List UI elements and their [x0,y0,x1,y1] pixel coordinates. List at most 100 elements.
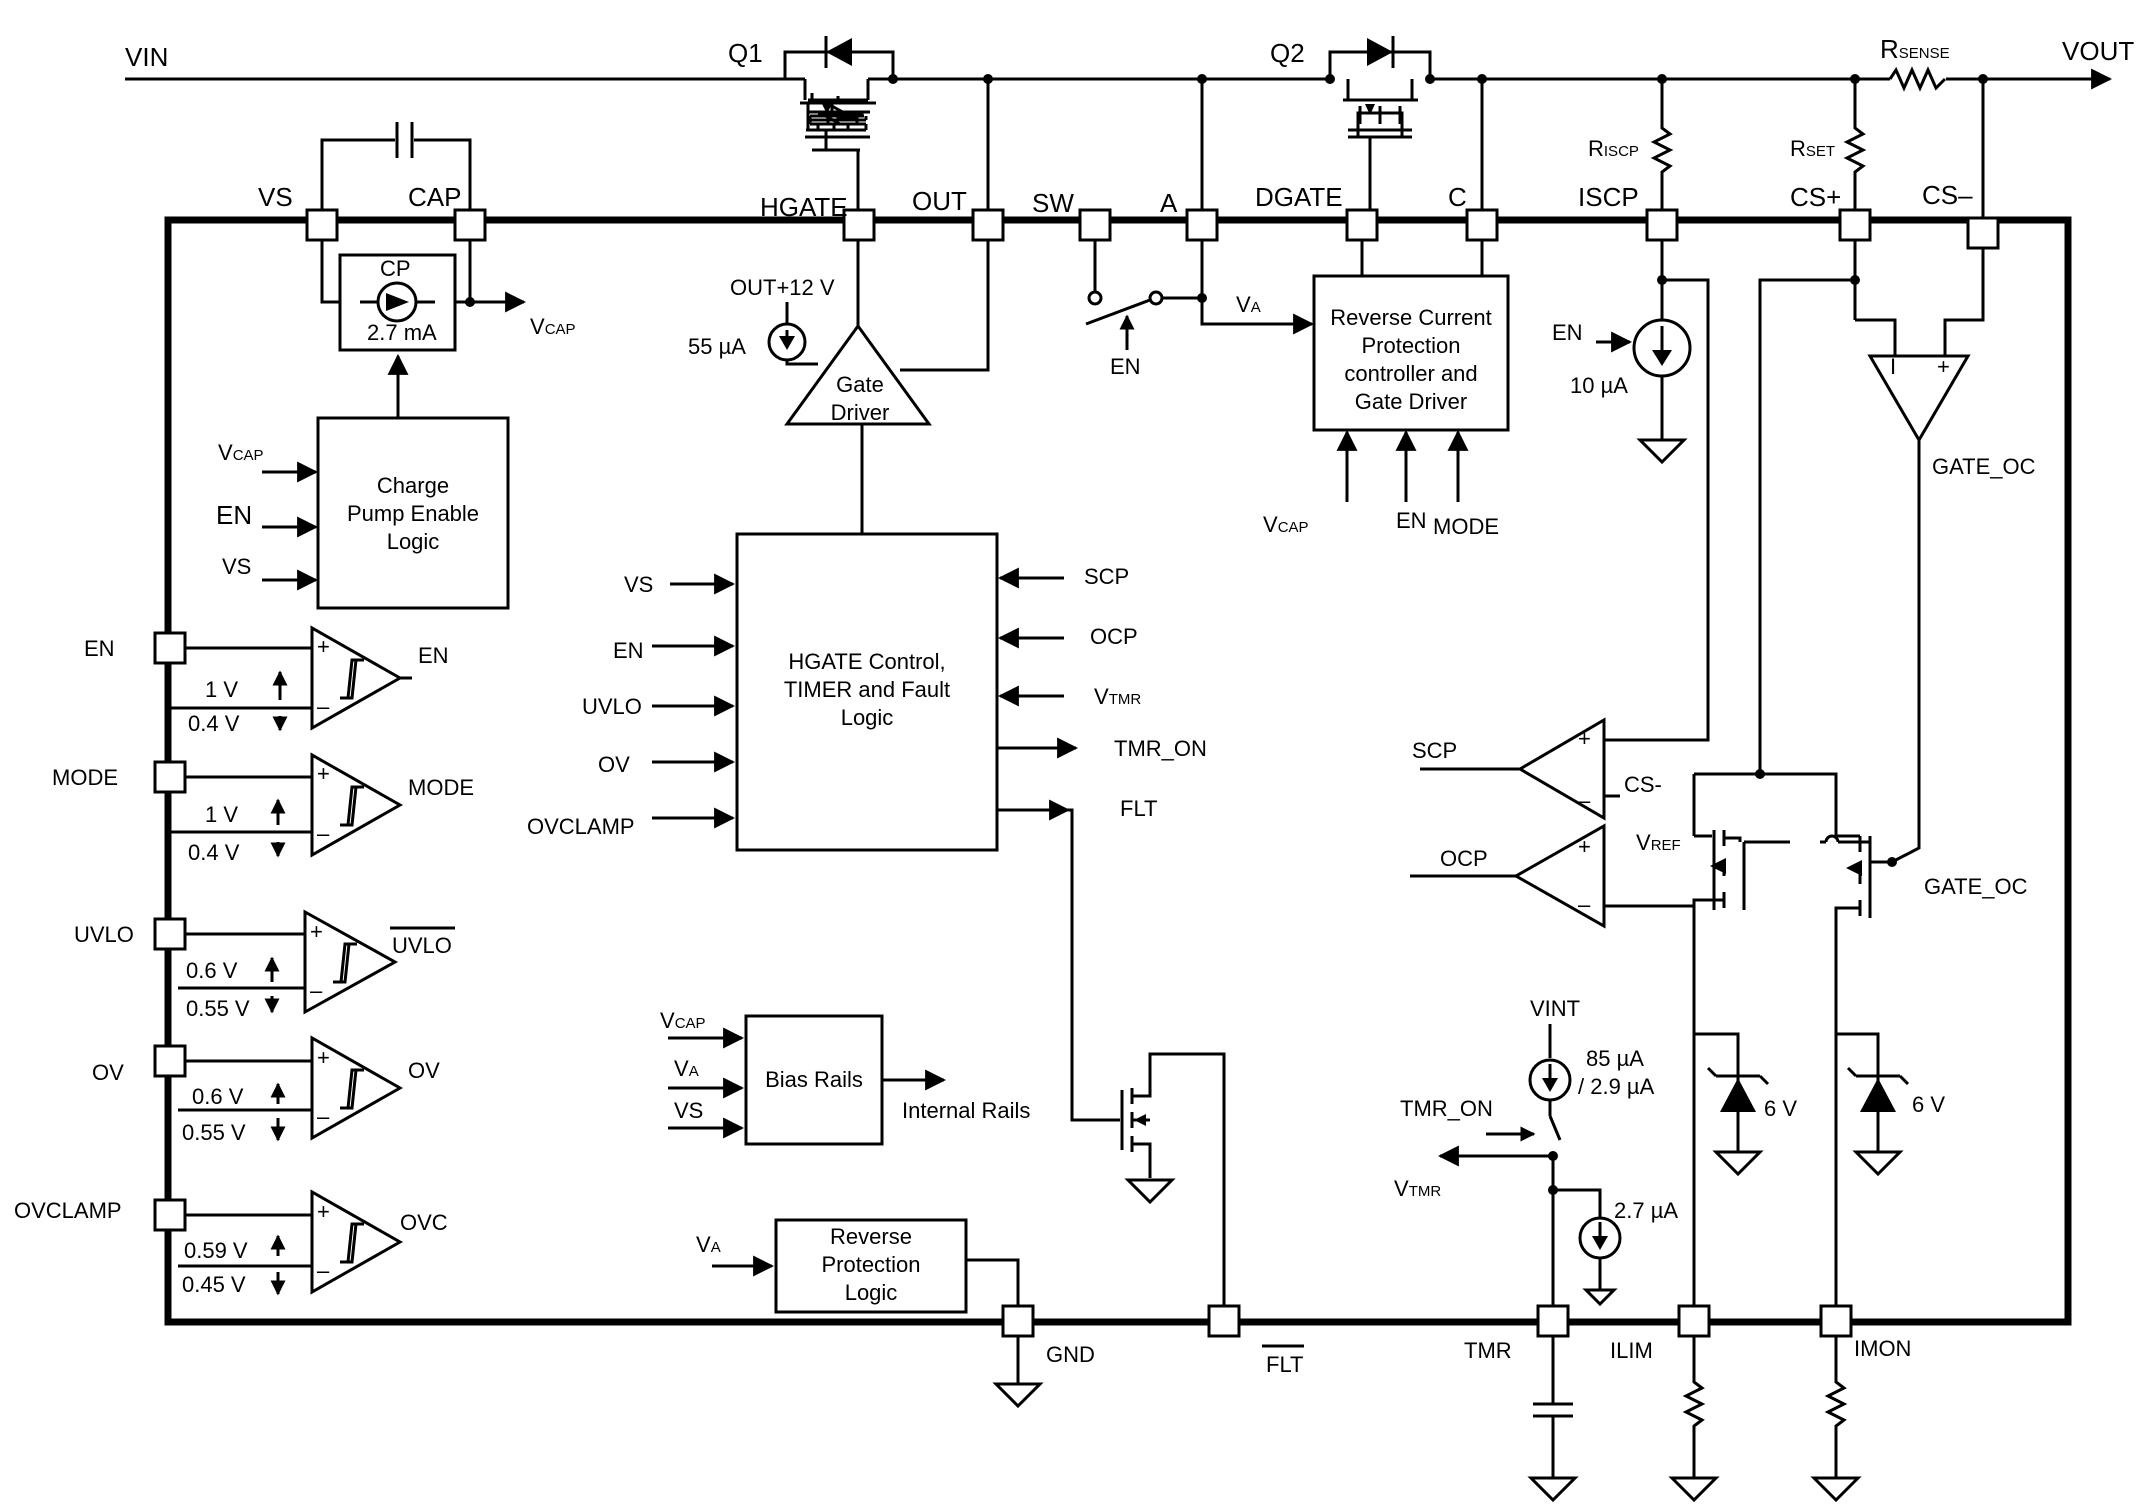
comparator-ov: OV + – OV 0.6 V 0.55 V [92,1035,440,1145]
svg-text:+: + [317,1045,330,1070]
rcp-in-en: EN [1396,508,1427,533]
ocp-comparator: + – OCP VREF [1410,823,1694,929]
hgate-in-vs: VS [624,572,653,597]
svg-text:+: + [310,919,323,944]
gate-oc-amplifier: I + GATE_OC [1758,240,2036,864]
comparator-ovclamp: OVCLAMP + – OVC 0.59 V 0.45 V [14,1189,448,1297]
va-label: VA [1236,292,1261,317]
hgate-in-uvlo: UVLO [582,694,642,719]
riscp-resistor: RISCP [1588,79,1674,215]
comp-en-out: EN [418,643,449,668]
pin-ilim-label: ILIM [1610,1338,1653,1363]
pin-csp-label: CS+ [1790,182,1841,212]
sw-en-label: EN [1110,354,1141,379]
comp-ov-out: OV [408,1058,440,1083]
gate-oc-label: GATE_OC [1932,454,2036,479]
gate-oc2-label: GATE_OC [1924,874,2028,899]
hgate-in-ovclamp: OVCLAMP [527,814,635,839]
pin-en [153,631,187,665]
comp-uvlo-vh: 0.6 V [186,958,238,983]
zener-imon: 6 V [1836,1032,1945,1177]
hgate-out-ocp: OCP [1090,624,1138,649]
out12-label: OUT+12 V [730,275,835,300]
pin-mode-label: MODE [52,765,118,790]
scp-comparator: + – SCP CS- [1412,717,1662,821]
hgate-in-en: EN [613,638,644,663]
rpl-line2: Protection [821,1252,920,1277]
rcp-in-vcap: VCAP [1263,512,1309,537]
hgate-ctrl-line3: Logic [841,705,894,730]
comp-mode-vl: 0.4 V [188,840,240,865]
comp-ovc-vh: 0.59 V [184,1238,248,1263]
hgate-out-vtmr: VTMR [1094,684,1141,709]
iscp-current-source: EN 10 µA [1552,240,1710,742]
vin-rail: VIN VOUT [125,36,2134,90]
comp-uvlo-vl: 0.55 V [186,996,250,1021]
comp-en-vh: 1 V [205,677,238,702]
bias-rails-label: Bias Rails [765,1067,863,1092]
pin-flt-label: FLT [1266,1352,1303,1377]
pin-cap-label: CAP [408,182,461,212]
ocp-label: OCP [1440,846,1488,871]
pin-vs [305,208,339,242]
pin-dgate-label: DGATE [1255,182,1343,212]
hgate-in-ov: OV [598,752,630,777]
pin-vs-label: VS [258,182,293,212]
svg-text:–: – [1578,892,1591,917]
rcp-line2: Protection [1361,333,1460,358]
bias-in-va: VA [674,1056,699,1081]
pin-c-label: C [1448,182,1467,212]
hgate-ctrl-line2: TIMER and Fault [784,677,950,702]
comp-ovc-vl: 0.45 V [182,1272,246,1297]
comp-ov-vl: 0.55 V [182,1120,246,1145]
cp-in-vs: VS [222,554,251,579]
svg-text:–: – [317,821,330,846]
gate-driver: Gate Driver OUT+12 V 55 µA [688,240,990,534]
cp-block: CP 2.7 mA VCAP [320,240,576,418]
rcp-line1: Reverse Current [1330,305,1491,330]
gate-driver-line2: Driver [831,400,890,425]
charge-pump-line1: Charge [377,473,449,498]
ilim-resistor [1668,1336,1720,1503]
svg-text:–: – [317,1258,330,1283]
pin-imon-label: IMON [1854,1336,1911,1361]
vcap-out-label: VCAP [530,314,576,339]
bias-in-vcap: VCAP [660,1008,706,1033]
vtmr-label: VTMR [1394,1176,1441,1201]
rcp-line3: controller and [1344,361,1477,386]
q2-mosfet: Q2 [1270,36,1435,150]
rpl-line3: Logic [845,1280,898,1305]
svg-text:–: – [310,978,323,1003]
pin-tmr [1536,1304,1570,1338]
svg-text:+: + [317,761,330,786]
pin-iscp-label: ISCP [1578,182,1639,212]
pin-csm [1966,216,2000,250]
comp-mode-out: MODE [408,775,474,800]
zener-ilim: 6 V [1694,1032,1797,1177]
hgate-out-tmr-on: TMR_ON [1114,736,1207,761]
pin-out [971,208,1005,242]
comparator-uvlo: UVLO + – UVLO 0.6 V 0.55 V [74,909,455,1021]
comparator-mode: MODE + – MODE 1 V 0.4 V [52,752,474,865]
hgate-out-scp: SCP [1084,564,1129,589]
charge-pump-cap [320,122,472,220]
svg-text:+: + [317,1199,330,1224]
comp-ovc-out: OVC [400,1210,448,1235]
comp-mode-vh: 1 V [205,802,238,827]
pin-ilim [1677,1304,1711,1338]
q1-label: Q1 [728,38,763,68]
pin-gnd [1001,1304,1035,1338]
pin-out-label: OUT [912,186,967,216]
pin-hgate [842,208,876,242]
zener2-label: 6 V [1912,1092,1945,1117]
pin-tmr-label: TMR [1464,1338,1512,1363]
zener1-label: 6 V [1764,1096,1797,1121]
pin-sw-label: SW [1032,188,1074,218]
bias-in-vs: VS [674,1098,703,1123]
charge-pump-line3: Logic [387,529,440,554]
comp-ov-vh: 0.6 V [192,1084,244,1109]
gate-driver-line1: Gate [836,372,884,397]
rpl-in-va: VA [696,1232,721,1257]
pin-sw [1078,208,1112,242]
